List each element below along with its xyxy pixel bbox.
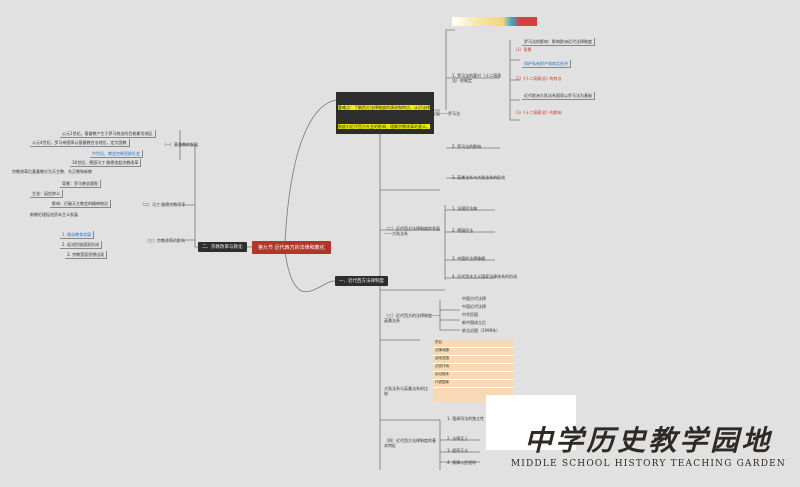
table-row: 法官作用 bbox=[433, 364, 513, 372]
left-item: 1. 推动教育发展 bbox=[60, 231, 95, 239]
upper-detail: 近代欧洲大陆法系国家以罗马法为基础 bbox=[522, 92, 595, 100]
branch-religious-reform[interactable]: 二、宗教改革与教化 bbox=[198, 242, 247, 252]
image-panel bbox=[486, 395, 576, 450]
watermark-cn: 中学历史教学园地 bbox=[524, 424, 773, 457]
left-item: 主张：因信称义 bbox=[30, 190, 63, 198]
comparison-table: 项目 法律渊源 适用范围 法官作用 诉讼程序 代表国家 bbox=[433, 340, 513, 402]
lower-item[interactable]: 中华民国 bbox=[462, 312, 478, 317]
left-item: 公元1世纪，基督教产生于罗马统治的巴勒斯坦地区 bbox=[60, 130, 156, 138]
left-item: 2. 促进民族国家形成 bbox=[60, 241, 103, 249]
upper-detail: 罗马法的影响：影响欧洲近代法律制度 bbox=[522, 38, 595, 46]
key-points-text: 重难点：了解西方法律制度的演进和特点，认识法律制度对近代西方社会的影响；理解宗教… bbox=[338, 105, 430, 129]
table-row: 项目 bbox=[433, 340, 513, 348]
table-row: 诉讼程序 bbox=[433, 372, 513, 380]
middle-item[interactable]: 3. 中国的法律移植 bbox=[452, 256, 486, 261]
table-row: 代表国家 bbox=[433, 380, 513, 388]
table-row: 适用范围 bbox=[433, 356, 513, 364]
timeline-strip bbox=[452, 17, 537, 26]
left-item: 公元4世纪，罗马帝国承认基督教合法地位，定为国教 bbox=[30, 139, 130, 147]
middle-item[interactable]: 1. 法国民法典 bbox=[452, 206, 478, 211]
watermark-en: MIDDLE SCHOOL HISTORY TEACHING GARDEN bbox=[510, 459, 786, 469]
upper-detail: 保护私有财产和商品经济 bbox=[522, 60, 571, 68]
lower-item[interactable]: 新中国成立后 bbox=[462, 320, 486, 325]
bottom-item[interactable]: 4. 保障公民权利 bbox=[447, 460, 477, 465]
left-section-title[interactable]: （三）宗教改革的影响 bbox=[145, 238, 185, 243]
left-item: 新教伦理促进资本主义发展 bbox=[30, 212, 78, 217]
bottom-section-title[interactable]: （四）近代西方法律制度的基本特征 bbox=[384, 438, 436, 448]
left-item: 16世纪，德国马丁·路德发起宗教改革 bbox=[70, 159, 142, 167]
left-item: 宗教改革后基督教分为天主教、东正教和新教 bbox=[12, 169, 92, 174]
left-section-title[interactable]: （一）基督教的发展 bbox=[162, 142, 198, 147]
key-points-note: 重难点：了解西方法律制度的演进和特点，认识法律制度对近代西方社会的影响；理解宗教… bbox=[336, 92, 434, 134]
middle-item[interactable]: 2. 德国民法 bbox=[452, 228, 474, 233]
upper-item[interactable]: 2. 罗马法的影响 bbox=[452, 144, 482, 149]
lower-item[interactable]: 中国近代法律 bbox=[462, 304, 486, 309]
lower-section-title[interactable]: （三）近代西方的法律制度——英美法系 bbox=[384, 313, 440, 323]
upper-item[interactable]: （3）《十二铜表法》的影响 bbox=[513, 110, 562, 115]
table-row: 法律渊源 bbox=[433, 348, 513, 356]
upper-item[interactable]: 3. 英美法系与大陆法系的形成 bbox=[452, 175, 506, 180]
left-item: 影响：打破天主教会的精神统治 bbox=[50, 200, 111, 208]
left-item: 中世纪，教会控制西欧社会 bbox=[90, 150, 143, 158]
upper-item[interactable]: （2）《十二铜表法》的特点 bbox=[513, 76, 562, 81]
middle-section-title[interactable]: （二）近代西方法律制度的发展——大陆法系 bbox=[384, 226, 440, 236]
branch-legal-system[interactable]: 一、近代西方法律制度 bbox=[335, 276, 388, 286]
upper-item[interactable]: 1. 罗马法的复兴（十二铜表法）的制定 bbox=[452, 73, 502, 83]
left-item: 背景：罗马教会腐败 bbox=[60, 180, 101, 188]
bottom-item[interactable]: 1. 强调司法的独立性 bbox=[447, 416, 485, 421]
upper-section-title[interactable]: （一）近代西方法律制度的发展——罗马法 bbox=[384, 111, 460, 116]
bottom-item[interactable]: 2. 法律至上 bbox=[447, 436, 469, 441]
central-topic[interactable]: 第九节 近代西方的法律和教化 bbox=[252, 241, 331, 254]
middle-item[interactable]: 4. 近代资本主义国家法律体系的形成 bbox=[452, 274, 518, 279]
compare-title[interactable]: 大陆法系与英美法系的比较 bbox=[384, 386, 428, 396]
watermark-logo: 中学历史教学园地 MIDDLE SCHOOL HISTORY TEACHING … bbox=[511, 419, 786, 469]
lower-item[interactable]: 中国古代法律 bbox=[462, 296, 486, 301]
upper-item[interactable]: （1）背景 bbox=[513, 47, 532, 52]
left-section-title[interactable]: （二）马丁·路德宗教改革 bbox=[140, 202, 186, 207]
lower-item[interactable]: 依法治国（1999年） bbox=[462, 328, 501, 333]
left-item: 3. 宗教宽容思想出现 bbox=[65, 251, 108, 259]
bottom-item[interactable]: 3. 程序正义 bbox=[447, 448, 469, 453]
